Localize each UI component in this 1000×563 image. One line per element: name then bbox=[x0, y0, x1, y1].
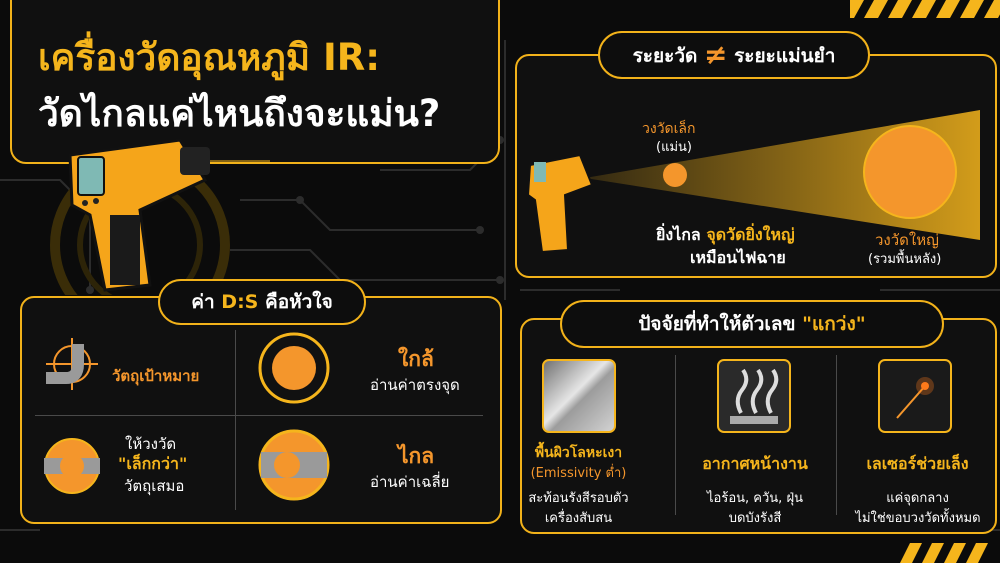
pipe-target-icon bbox=[46, 338, 98, 390]
ds-panel-heading: ค่า D:S คือหัวใจ bbox=[158, 279, 366, 325]
far-spot-icon bbox=[258, 429, 330, 501]
title-panel bbox=[10, 0, 500, 164]
factor-2-title: อากาศหน้างาน bbox=[702, 454, 808, 473]
ds-heading-suffix: คือหัวใจ bbox=[264, 291, 333, 313]
factor-2-desc2: บดบังรังสี bbox=[728, 511, 782, 526]
factors-heading-prefix: ปัจจัยที่ทำให้ตัวเลข bbox=[638, 313, 796, 335]
big-circle-sublabel: (รวมพื้นหลัง) bbox=[868, 252, 942, 267]
far-description: อ่านค่าเฉลี่ย bbox=[370, 473, 450, 491]
distance-explanation-line2: เหมือนไฟฉาย bbox=[690, 248, 786, 267]
rule-line3: วัตถุเสมอ bbox=[124, 477, 185, 495]
factors-divider-2 bbox=[836, 355, 837, 515]
range-panel-heading: ระยะวัด ≠ ระยะแม่นยำ bbox=[598, 31, 870, 79]
factor-1-desc2: เครื่องสับสน bbox=[544, 511, 613, 526]
ds-divider-horizontal bbox=[35, 415, 483, 416]
small-circle-sublabel: (แม่น) bbox=[656, 140, 692, 155]
rule-line1: ให้วงวัด bbox=[125, 435, 177, 453]
metal-surface-icon bbox=[542, 359, 616, 433]
pipe-small-spot-icon bbox=[44, 438, 100, 494]
ds-heading-prefix: ค่า bbox=[191, 291, 215, 313]
rule-line2: "เล็กกว่า" bbox=[118, 454, 188, 473]
near-spot-icon bbox=[258, 332, 330, 404]
factors-heading-highlight: "แกว่ง" bbox=[802, 313, 866, 335]
stripe-decoration-bottom bbox=[900, 543, 988, 563]
ds-divider-vertical bbox=[235, 330, 236, 510]
far-title: ไกล bbox=[398, 444, 435, 468]
near-title: ใกล้ bbox=[398, 347, 434, 371]
factor-3-desc1: แค่จุดกลาง bbox=[886, 491, 949, 506]
small-circle-label: วงวัดเล็ก bbox=[642, 121, 696, 137]
factors-panel-heading: ปัจจัยที่ทำให้ตัวเลข "แกว่ง" bbox=[560, 300, 944, 348]
ds-heading-highlight: D:S bbox=[221, 291, 259, 313]
near-description: อ่านค่าตรงจุด bbox=[370, 376, 460, 394]
distance-explanation-white: ยิ่งไกล bbox=[656, 225, 701, 244]
factor-1-desc1: สะท้อนรังสีรอบตัว bbox=[528, 491, 629, 506]
target-object-label: วัตถุเป้าหมาย bbox=[112, 367, 200, 385]
range-heading-right: ระยะแม่นยำ bbox=[734, 45, 836, 67]
distance-explanation: ยิ่งไกล จุดวัดยิ่งใหญ่ bbox=[656, 223, 795, 248]
big-circle-label: วงวัดใหญ่ bbox=[875, 231, 939, 249]
factor-3-desc2: ไม่ใช่ขอบวงวัดทั้งหมด bbox=[855, 511, 981, 526]
not-equal-icon: ≠ bbox=[703, 38, 728, 71]
range-heading-left: ระยะวัด bbox=[632, 45, 698, 67]
laser-icon bbox=[878, 359, 952, 433]
ir-thermometer-illustration bbox=[50, 138, 270, 295]
measurement-cone-diagram bbox=[526, 110, 980, 254]
page-title-line1: เครื่องวัดอุณหภูมิ IR: bbox=[38, 36, 381, 79]
steam-icon bbox=[717, 359, 791, 433]
ds-panel bbox=[20, 296, 502, 524]
stripe-decoration-top-right bbox=[850, 0, 1000, 18]
factor-2-desc1: ไอร้อน, ควัน, ฝุ่น bbox=[707, 491, 803, 506]
factor-3-title: เลเซอร์ช่วยเล็ง bbox=[866, 454, 969, 473]
page-title-line2: วัดไกลแค่ไหนถึงจะแม่น? bbox=[38, 92, 441, 135]
factor-1-title: พื้นผิวโลหะเงา bbox=[534, 445, 623, 461]
factor-1-subtitle: (Emissivity ต่ำ) bbox=[530, 466, 627, 481]
factors-divider-1 bbox=[675, 355, 676, 515]
distance-explanation-yellow: จุดวัดยิ่งใหญ่ bbox=[706, 225, 795, 244]
